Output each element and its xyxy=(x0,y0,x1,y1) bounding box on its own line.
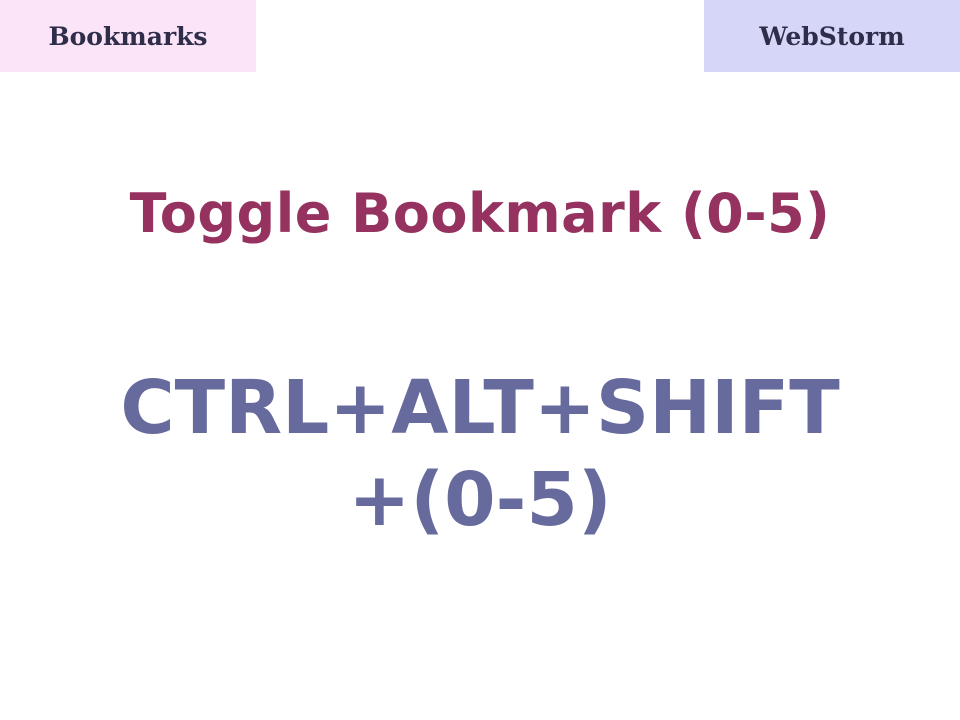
product-label: WebStorm xyxy=(759,21,905,51)
product-tab-webstorm: WebStorm xyxy=(704,0,960,72)
keyboard-shortcut: CTRL+ALT+SHIFT +(0-5) xyxy=(0,362,960,546)
section-label: Bookmarks xyxy=(48,21,208,51)
shortcut-line-1: CTRL+ALT+SHIFT xyxy=(120,365,840,451)
slide-title: Toggle Bookmark (0-5) xyxy=(129,182,831,245)
shortcut-line-2: +(0-5) xyxy=(348,457,612,543)
section-tab-bookmarks: Bookmarks xyxy=(0,0,256,72)
